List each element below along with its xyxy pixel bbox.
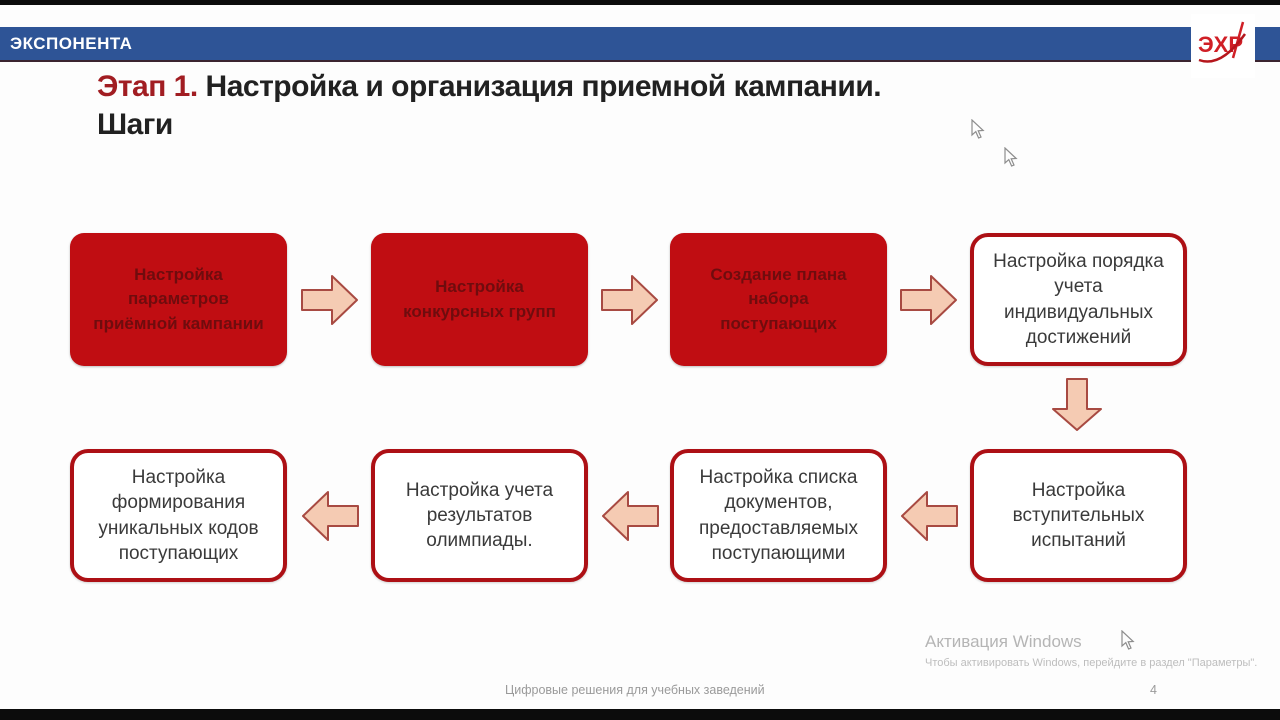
arrow-left-icon (602, 491, 659, 541)
brand-bar: ЭКСПОНЕНТА (0, 27, 1280, 62)
flow-step-2: Настройка конкурсных групп (371, 233, 588, 366)
flow-step-5-label: Настройка вступительных испытаний (1012, 479, 1145, 552)
flow-step-1: Настройка параметров приёмной кампании (70, 233, 287, 366)
top-black-strip (0, 0, 1280, 5)
flow-step-1-label: Настройка параметров приёмной кампании (93, 264, 264, 333)
watermark-subtitle: Чтобы активировать Windows, перейдите в … (925, 657, 1258, 669)
title-main-text: Настройка и организация приемной кампани… (197, 70, 882, 103)
title-second-line: Шаги (97, 108, 173, 142)
mouse-cursor-icon (1004, 147, 1018, 167)
arrow-down-icon (1052, 378, 1102, 431)
exp-logo-icon: ЭXP (1198, 21, 1247, 63)
flow-step-8-label: Настройка формирования уникальных кодов … (98, 467, 259, 564)
bottom-black-strip (0, 709, 1280, 720)
arrow-left-icon (302, 491, 359, 541)
arrow-right-icon (601, 275, 658, 325)
flow-step-8: Настройка формирования уникальных кодов … (70, 449, 287, 582)
title-stage-label: Этап 1. (97, 70, 198, 103)
flow-step-2-label: Настройка конкурсных групп (403, 276, 556, 321)
flow-step-4-label: Настройка порядка учета индивидуальных д… (993, 251, 1164, 348)
flow-step-3: Создание плана набора поступающих (670, 233, 887, 366)
page-number: 4 (1150, 683, 1157, 697)
company-logo: ЭXP (1191, 14, 1255, 78)
flow-step-7-label: Настройка учета результатов олимпиады. (405, 479, 554, 552)
windows-activation-watermark: Активация Windows Чтобы активировать Win… (925, 632, 1257, 669)
flow-step-7: Настройка учета результатов олимпиады. (371, 449, 588, 582)
flow-step-3-label: Создание плана набора поступающих (710, 264, 847, 333)
brand-name: ЭКСПОНЕНТА (10, 33, 133, 53)
mouse-cursor-icon (1121, 630, 1135, 650)
flow-step-5: Настройка вступительных испытаний (970, 449, 1187, 582)
footer-caption: Цифровые решения для учебных заведений (505, 683, 765, 697)
arrow-right-icon (301, 275, 358, 325)
flow-step-6-label: Настройка списка документов, предоставля… (698, 467, 859, 564)
flow-step-4: Настройка порядка учета индивидуальных д… (970, 233, 1187, 366)
arrow-left-icon (901, 491, 958, 541)
mouse-cursor-icon (971, 119, 985, 139)
watermark-title: Активация Windows (925, 632, 1082, 651)
arrow-right-icon (900, 275, 957, 325)
flow-step-6: Настройка списка документов, предоставля… (670, 449, 887, 582)
page-title: Этап 1. Настройка и организация приемной… (97, 68, 1217, 144)
